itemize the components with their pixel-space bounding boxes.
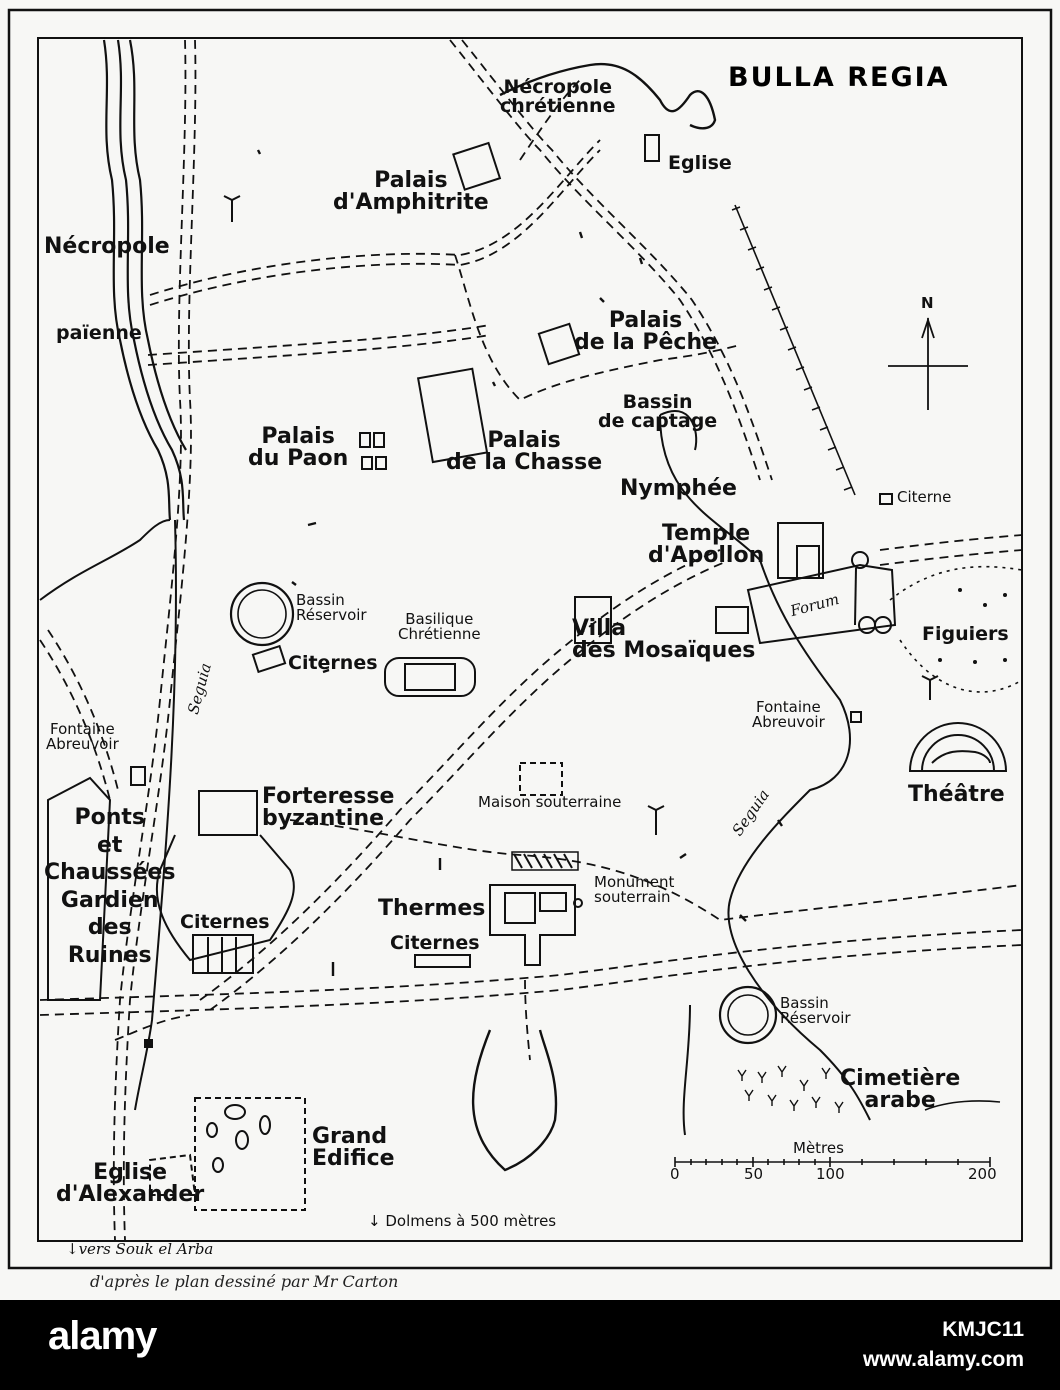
map-title: BULLA REGIA bbox=[728, 62, 950, 93]
ponts-building bbox=[47, 776, 112, 1001]
label-citernes-3: Citernes bbox=[390, 932, 480, 954]
label-basilique: Basilique Chrétienne bbox=[398, 610, 481, 643]
label-villa-mosaiques: Villa des Mosaïques bbox=[572, 616, 756, 663]
label-theatre: Théâtre bbox=[908, 782, 1005, 807]
label-eglise: Eglise bbox=[668, 152, 732, 174]
theatre-plan bbox=[908, 722, 1008, 772]
basilique-plan bbox=[384, 657, 476, 697]
map-drawing bbox=[7, 8, 1053, 1270]
label-necropole-chretienne: Nécropole chrétienne bbox=[500, 76, 616, 117]
label-bassin-captage: Bassin de captage bbox=[598, 391, 718, 432]
label-vers-souk: ↓vers Souk el Arba bbox=[66, 1240, 214, 1258]
stream-main bbox=[134, 519, 177, 1111]
label-maison-souterraine: Maison souterraine bbox=[478, 793, 622, 811]
label-bassin-reservoir-2: Bassin Réservoir bbox=[780, 994, 851, 1027]
label-citerne: Citerne bbox=[897, 488, 952, 506]
hill-north bbox=[499, 62, 717, 130]
label-palais-chasse: Palais de la Chasse bbox=[446, 428, 603, 475]
bassin-reservoir-2-plan bbox=[718, 985, 778, 1045]
grand-edifice-plan bbox=[194, 1097, 306, 1211]
thermes-plan bbox=[489, 884, 576, 966]
label-ponts-chaussees: Ponts et Chaussées Gardien des Ruines bbox=[44, 805, 176, 968]
map-plan: BULLA REGIA Nécropole chrétienne Eglise … bbox=[7, 8, 1053, 1270]
inner-frame bbox=[37, 37, 1023, 1242]
bassin-reservoir-plan bbox=[229, 581, 295, 647]
forteresse-plan bbox=[198, 790, 258, 836]
map-credit: d'après le plan dessiné par Mr Carton bbox=[90, 1272, 399, 1291]
label-necropole-paienne: Nécropole bbox=[44, 234, 170, 259]
label-paienne: païenne bbox=[56, 322, 142, 344]
label-palais-paon: Palais du Paon bbox=[248, 424, 349, 471]
scale-tick-0: 0 bbox=[670, 1165, 680, 1183]
stream-east bbox=[682, 1004, 691, 1136]
roads bbox=[39, 39, 1023, 1241]
watermark-brand-logo: alamy bbox=[48, 1314, 157, 1358]
scale-title: Mètres bbox=[793, 1139, 844, 1157]
watermark-image-id: KMJC11 bbox=[942, 1318, 1024, 1341]
scale-tick-100: 100 bbox=[816, 1165, 845, 1183]
label-cimetiere-arabe: Cimetière arabe bbox=[840, 1066, 961, 1113]
palais-amphitrite-plan bbox=[452, 141, 502, 191]
stream-west bbox=[39, 519, 171, 601]
hill-south bbox=[471, 1029, 558, 1172]
label-grand-edifice: Grand Edifice bbox=[312, 1124, 395, 1171]
label-citernes-2: Citernes bbox=[180, 911, 270, 933]
river-band bbox=[102, 39, 187, 521]
scale-tick-50: 50 bbox=[744, 1165, 764, 1183]
label-temple-apollon: Temple d'Apollon bbox=[648, 521, 765, 568]
scale-tick-200: 200 bbox=[968, 1165, 997, 1183]
villa-plan bbox=[574, 596, 612, 644]
palais-peche-plan bbox=[537, 322, 581, 366]
palais-chasse-plan bbox=[416, 367, 489, 464]
railway bbox=[731, 204, 856, 496]
scale-bar bbox=[674, 1157, 991, 1167]
label-bassin-reservoir-1: Bassin Réservoir bbox=[296, 591, 367, 624]
watermark-url: www.alamy.com bbox=[862, 1348, 1024, 1371]
label-forteresse: Forteresse byzantine bbox=[262, 784, 395, 831]
label-monument-souterrain: Monument souterrain bbox=[594, 873, 675, 906]
north-arrow bbox=[888, 317, 968, 410]
label-figuiers: Figuiers bbox=[922, 623, 1009, 645]
outer-frame bbox=[7, 8, 1053, 1270]
eglise-plan bbox=[644, 134, 660, 162]
label-citernes-1: Citernes bbox=[288, 652, 378, 674]
label-dolmens: ↓ Dolmens à 500 mètres bbox=[368, 1212, 557, 1230]
label-eglise-alexander: Eglise d'Alexander bbox=[56, 1160, 205, 1207]
seguia-east bbox=[659, 414, 871, 1121]
label-palais-peche: Palais de la Pêche bbox=[574, 308, 718, 355]
label-fontaine-2: Fontaine Abreuvoir bbox=[752, 698, 825, 731]
label-fontaine-1: Fontaine Abreuvoir bbox=[46, 720, 119, 753]
label-thermes: Thermes bbox=[378, 896, 486, 921]
forum-plan bbox=[746, 563, 897, 645]
label-nymphee: Nymphée bbox=[620, 476, 737, 501]
watermark-bar bbox=[0, 1300, 1060, 1390]
north-label: N bbox=[921, 294, 934, 312]
label-palais-amphitrite: Palais d'Amphitrite bbox=[333, 168, 489, 215]
